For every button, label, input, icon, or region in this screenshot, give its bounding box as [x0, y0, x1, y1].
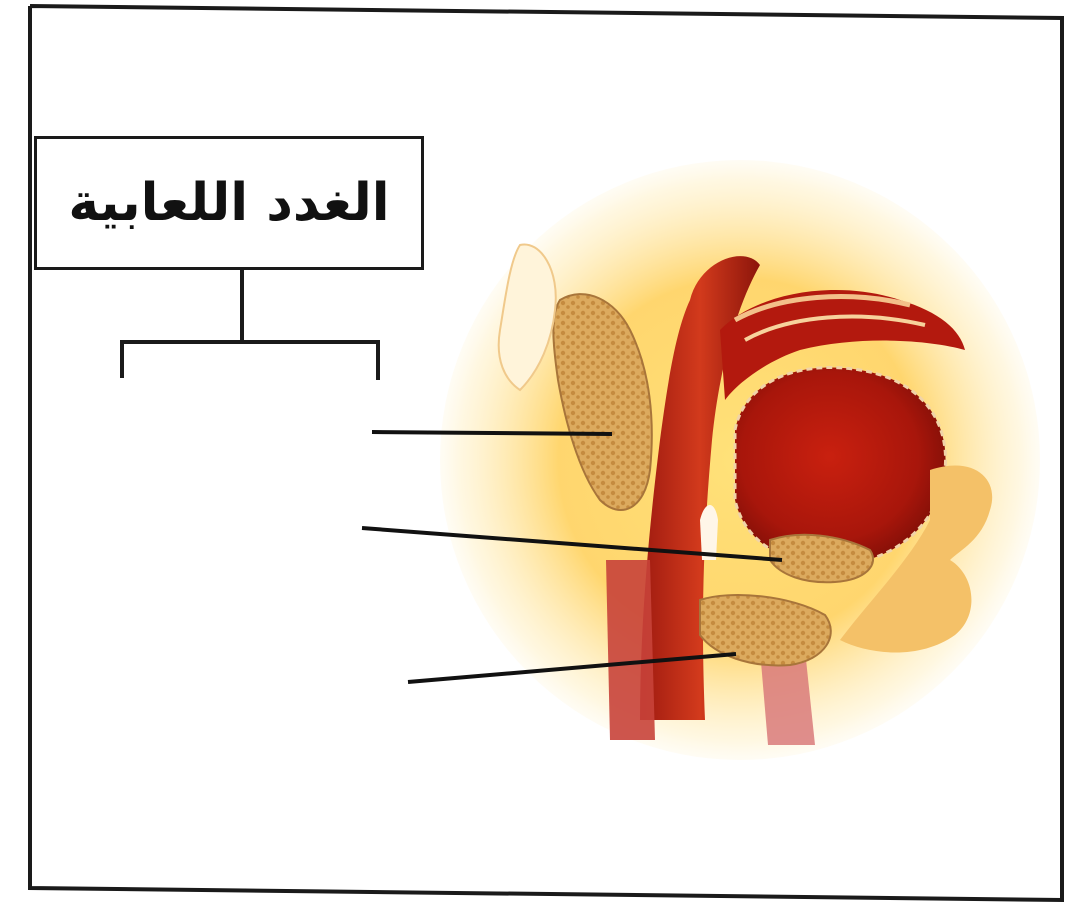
answer-blank-2[interactable] — [130, 506, 350, 546]
title-label-box: الغدد اللعابية — [34, 136, 424, 270]
epiglottis — [700, 505, 718, 560]
answer-blank-1[interactable] — [140, 410, 360, 450]
trachea-tube — [606, 560, 655, 740]
leader-line-parotid — [372, 432, 612, 434]
tongue — [735, 368, 946, 566]
answer-blank-3[interactable] — [170, 660, 390, 700]
title-label: الغدد اللعابية — [68, 173, 389, 233]
bracket-arm — [122, 342, 378, 380]
